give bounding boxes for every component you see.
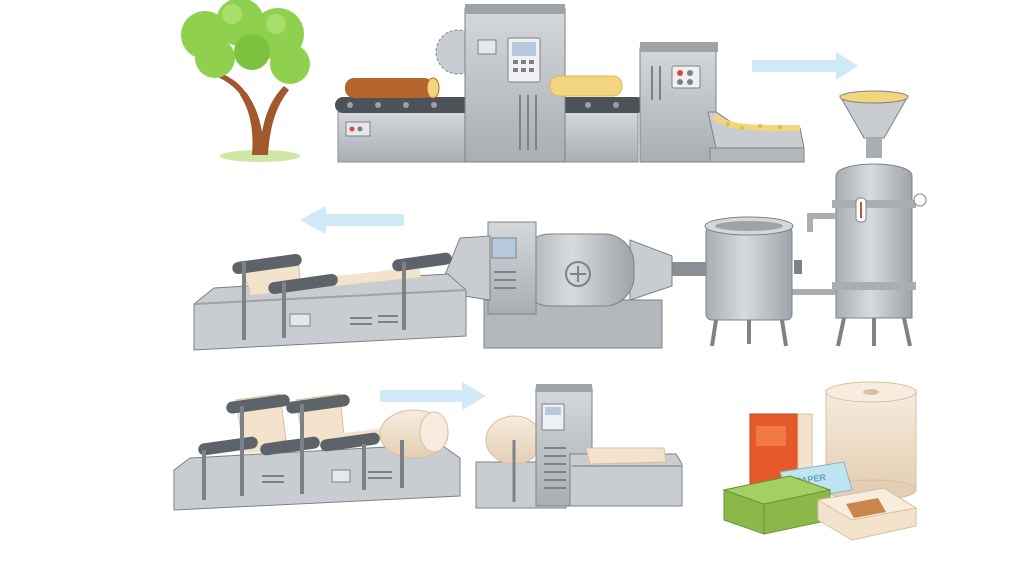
drying-drum-icon — [437, 221, 706, 349]
calender-rollers-icon — [173, 393, 461, 511]
cutting-machine-icon — [475, 384, 683, 509]
arrow-right-icon — [752, 52, 858, 80]
digester-tank-icon — [790, 90, 927, 347]
arrow-right-icon — [380, 382, 486, 410]
debarking-machine-icon — [335, 4, 645, 163]
tree-icon — [181, 0, 310, 162]
chipping-machine-icon — [639, 42, 805, 163]
paper-products-icon: PAPER — [722, 381, 918, 541]
arrow-left-icon — [300, 206, 404, 234]
press-rollers-icon — [193, 252, 467, 351]
pulp-vat-icon — [704, 216, 802, 347]
